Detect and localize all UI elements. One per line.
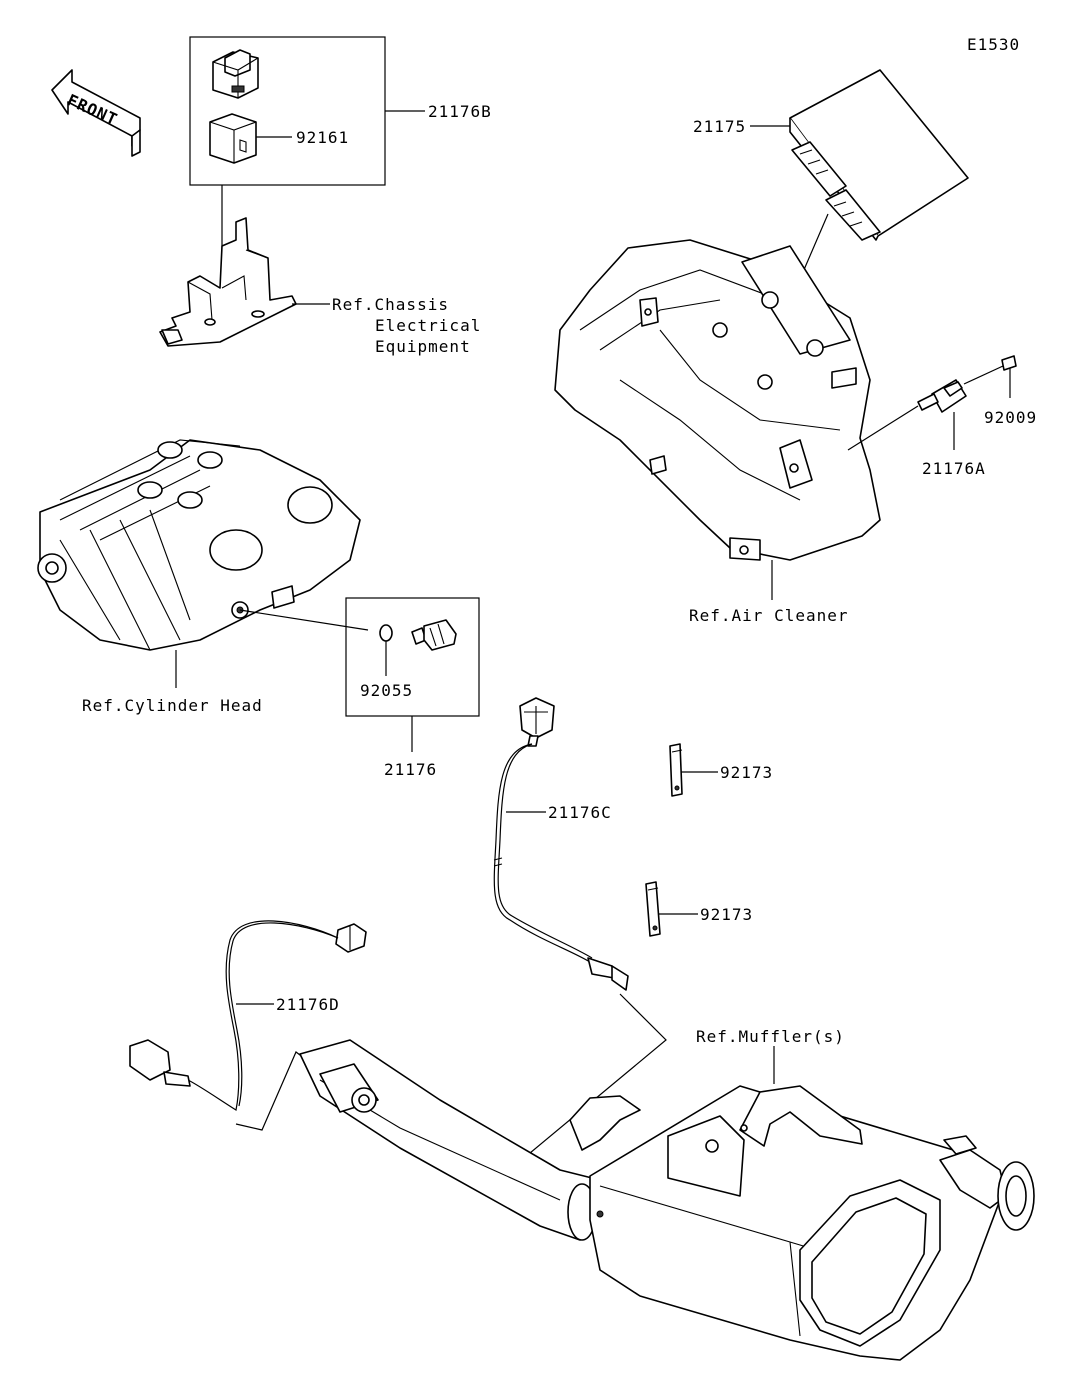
diagram-id: E1530 bbox=[967, 35, 1020, 54]
bolt-92009 bbox=[963, 355, 1017, 385]
label-92161: 92161 bbox=[296, 128, 349, 147]
label-21176B: 21176B bbox=[428, 102, 492, 121]
label-ref-chassis-2: Electrical bbox=[375, 316, 481, 335]
relay-bracket bbox=[159, 217, 297, 347]
iat-sensor bbox=[847, 379, 967, 451]
label-ref-chassis-1: Ref.Chassis bbox=[332, 295, 449, 314]
label-21176C: 21176C bbox=[548, 803, 612, 822]
muffler bbox=[299, 1039, 1035, 1361]
air-cleaner-cover bbox=[554, 239, 881, 561]
cable-tie-b bbox=[645, 881, 661, 937]
cable-tie-a bbox=[669, 743, 683, 797]
label-92009: 92009 bbox=[984, 408, 1037, 427]
label-21176: 21176 bbox=[384, 760, 437, 779]
label-ref-air-cleaner: Ref.Air Cleaner bbox=[689, 606, 849, 625]
relay-connector bbox=[212, 49, 259, 99]
temp-sensor-group bbox=[345, 597, 480, 752]
label-21176A: 21176A bbox=[922, 459, 986, 478]
o2-sensor-lower bbox=[129, 920, 367, 1111]
ecu-unit bbox=[789, 69, 969, 241]
label-ref-muffler: Ref.Muffler(s) bbox=[696, 1027, 845, 1046]
label-21176D: 21176D bbox=[276, 995, 340, 1014]
relay-92161 bbox=[209, 113, 257, 164]
label-92173-a: 92173 bbox=[720, 763, 773, 782]
label-92055: 92055 bbox=[360, 681, 413, 700]
o2-sensor-upper bbox=[493, 697, 629, 991]
relay-group bbox=[189, 36, 425, 258]
label-ref-chassis-3: Equipment bbox=[375, 337, 471, 356]
front-arrow-icon: FRONT bbox=[51, 69, 141, 157]
label-92173-b: 92173 bbox=[700, 905, 753, 924]
label-21175: 21175 bbox=[693, 117, 746, 136]
cylinder-head bbox=[37, 439, 361, 651]
label-ref-cylinder-head: Ref.Cylinder Head bbox=[82, 696, 263, 715]
